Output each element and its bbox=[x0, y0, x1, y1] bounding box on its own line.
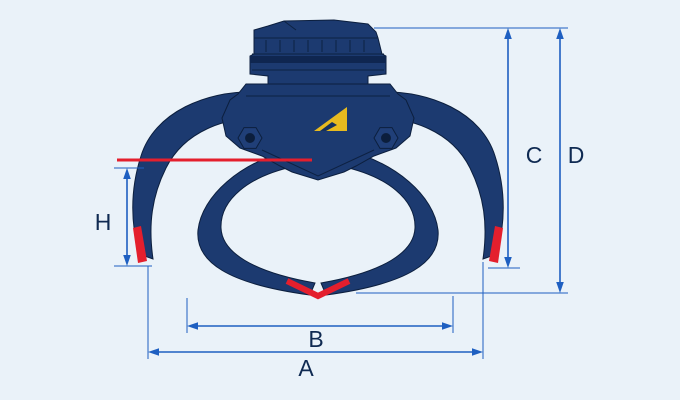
grapple-body bbox=[221, 83, 415, 181]
brand-logo bbox=[314, 107, 347, 131]
grapple-drawing bbox=[132, 19, 504, 296]
pivot-bolts bbox=[237, 127, 399, 149]
dim-label-h: H bbox=[95, 209, 112, 235]
dimension-arrowheads bbox=[123, 28, 564, 356]
dim-label-d: D bbox=[568, 142, 585, 168]
red-markers bbox=[117, 158, 503, 300]
rotator-assembly bbox=[249, 19, 387, 85]
dim-label-c: C bbox=[526, 142, 543, 168]
slew-ring-band bbox=[250, 56, 386, 63]
dim-label-b: B bbox=[308, 326, 323, 352]
red-tip-marker-left bbox=[133, 226, 147, 263]
dimension-lines bbox=[114, 27, 568, 359]
dimension-label-group: A B C D H bbox=[95, 142, 585, 381]
red-tip-marker-right bbox=[489, 226, 503, 263]
red-tip-marker-bottom bbox=[285, 278, 351, 300]
dim-label-a: A bbox=[298, 355, 314, 381]
